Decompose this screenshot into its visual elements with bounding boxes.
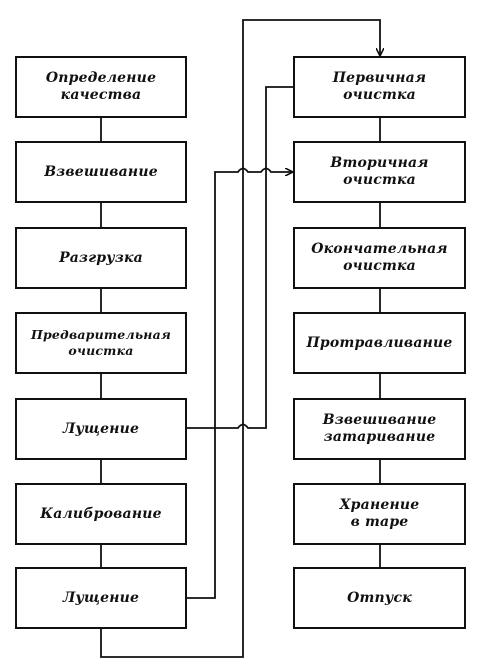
box-label-line: Хранение <box>339 497 420 513</box>
box-label-line: очистка <box>343 172 416 188</box>
box-label-line: Разгрузка <box>59 249 143 266</box>
box-primary-cleaning: Первичная очистка <box>293 56 466 118</box>
box-label-line: Калибрование <box>40 505 162 522</box>
box-husking-1: Лущение <box>15 398 187 460</box>
box-release: Отпуск <box>293 567 466 629</box>
connector-husking1-to-primary <box>186 86 294 429</box>
box-label-line: Лущение <box>62 420 140 437</box>
box-unloading: Разгрузка <box>15 227 187 289</box>
box-label-line: очистка <box>343 258 416 274</box>
box-calibration: Калибрование <box>15 483 187 545</box>
connector-loop-to-primary-cleaning <box>100 19 380 658</box>
box-storage-in-containers: Хранение в таре <box>293 483 466 545</box>
box-label-line: Протравливание <box>306 334 453 351</box>
box-label-line: Окончательная <box>311 241 448 257</box>
box-weighing: Взвешивание <box>15 141 187 203</box>
box-quality-determination: Определение качества <box>15 56 187 118</box>
box-seed-treatment: Протравливание <box>293 312 466 374</box>
box-label-line: качества <box>60 87 142 103</box>
box-label-line: Взвешивание <box>322 412 437 428</box>
box-husking-2: Лущение <box>15 567 187 629</box>
box-secondary-cleaning: Вторичная очистка <box>293 141 466 203</box>
box-label-line: затаривание <box>323 429 436 445</box>
box-label-line: Предварительная <box>30 327 172 342</box>
box-label-line: Лущение <box>62 589 140 606</box>
box-label-line: очистка <box>68 343 134 358</box>
box-final-cleaning: Окончательная очистка <box>293 227 466 289</box>
box-weighing-bagging: Взвешивание затаривание <box>293 398 466 460</box>
box-label-line: Отпуск <box>347 589 412 606</box>
box-label-line: Взвешивание <box>44 163 158 180</box>
connector-husking2-to-secondary <box>186 167 292 599</box>
box-label-line: очистка <box>343 87 416 103</box>
box-label-line: Определение <box>45 70 157 86</box>
box-label-line: Первичная <box>332 70 427 86</box>
box-label-line: в таре <box>350 514 409 530</box>
box-label-line: Вторичная <box>330 155 429 171</box>
box-preliminary-cleaning: Предварительная очистка <box>15 312 187 374</box>
